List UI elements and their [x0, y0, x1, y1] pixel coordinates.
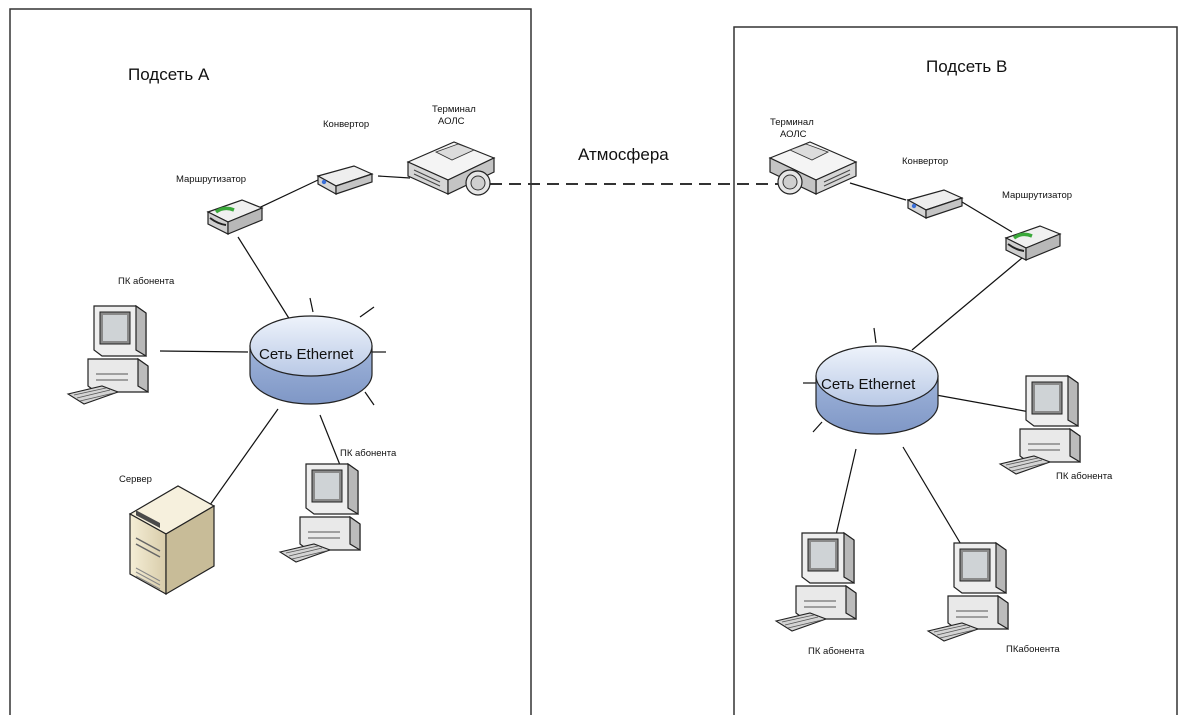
subnet-a-terminal	[407, 141, 495, 196]
subnet-a-terminal-label-1: Терминал	[432, 104, 476, 115]
subnet-a-server-label: Сервер	[119, 474, 152, 485]
subnet-a-pc-bottom-label: ПК абонента	[340, 448, 397, 459]
subnet-b-terminal-label-2: АОЛС	[780, 129, 807, 140]
subnet-b-pc-right	[999, 375, 1081, 475]
subnet-b-pc-bottom-left-label: ПК абонента	[808, 646, 865, 657]
atmosphere-label: Атмосфера	[578, 145, 669, 164]
subnet-a-terminal-label-2: АОЛС	[438, 116, 465, 127]
subnet-b-pc-right-label: ПК абонента	[1056, 471, 1113, 482]
subnet-b-router	[1004, 224, 1062, 262]
subnet-b-pc-bottom-right-label: ПКабонента	[1006, 644, 1060, 655]
subnet-b-terminal-label-1: Терминал	[770, 117, 814, 128]
subnet-b-frame	[733, 26, 1178, 715]
subnet-b-converter	[907, 189, 963, 219]
subnet-a-server	[129, 485, 215, 595]
subnet-a-router-label: Маршрутизатор	[176, 174, 246, 185]
subnet-b-router-label: Маршрутизатор	[1002, 190, 1072, 201]
subnet-a-frame	[9, 8, 532, 715]
subnet-b-pc-bottom-right	[927, 542, 1009, 642]
subnet-a-hub-label: Сеть Ethernet	[259, 346, 354, 363]
subnet-b-converter-label: Конвертор	[902, 156, 948, 167]
subnet-a-router	[206, 198, 264, 236]
subnet-b-pc-bottom-left	[775, 532, 857, 632]
subnet-b-links	[803, 182, 1031, 547]
subnet-a-pc-left	[67, 305, 149, 405]
subnet-a-title: Подсеть А	[128, 65, 210, 84]
subnet-b-title: Подсеть В	[926, 57, 1007, 76]
subnet-b-terminal	[769, 141, 857, 195]
subnet-a-pc-bottom	[279, 463, 361, 563]
subnet-a-converter-label: Конвертор	[323, 119, 369, 130]
subnet-a-pc-left-label: ПК абонента	[118, 276, 175, 287]
subnet-b-hub-label: Сеть Ethernet	[821, 376, 916, 393]
subnet-a-converter	[317, 165, 373, 195]
